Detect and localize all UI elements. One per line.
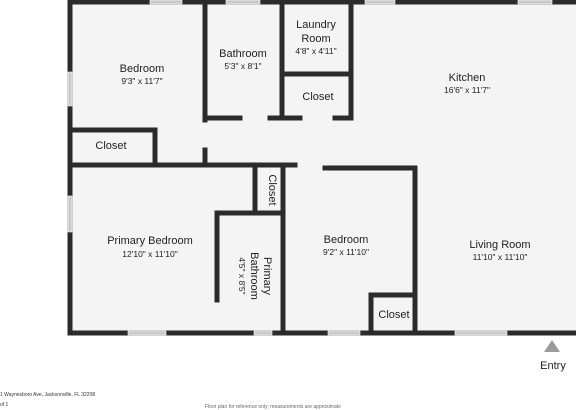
window bbox=[149, 0, 183, 5]
window bbox=[127, 330, 167, 336]
room-primary-closet: Closet bbox=[266, 174, 278, 205]
room-bedroom-se: Bedroom 9'2" x 11'10" bbox=[323, 234, 369, 257]
room-dimensions: 16'6" x 11'7" bbox=[444, 85, 490, 95]
windows bbox=[67, 0, 553, 336]
room-dimensions: 12'10" x 11'10" bbox=[122, 249, 177, 259]
room-name: Primary Bedroom bbox=[107, 235, 193, 247]
room-bedroom-nw: Bedroom 9'3" x 11'7" bbox=[120, 63, 165, 86]
room-dimensions: 11'10" x 11'10" bbox=[473, 252, 528, 262]
window bbox=[327, 330, 361, 336]
room-name: Closet bbox=[378, 309, 409, 321]
room-dimensions: 4'8" x 4'11" bbox=[295, 46, 336, 56]
room-kitchen: Kitchen 16'6" x 11'7" bbox=[444, 72, 490, 95]
entry-label: Entry bbox=[540, 360, 566, 372]
room-primary-bathroom: Primary Bathroom 4'5" x 8'5" bbox=[237, 252, 273, 300]
room-name: Bedroom bbox=[120, 63, 165, 75]
room-laundry: Laundry Room 4'8" x 4'11" bbox=[295, 19, 336, 56]
room-bedroom-se-closet: Closet bbox=[378, 309, 409, 321]
room-dimensions: 4'5" x 8'5" bbox=[237, 257, 247, 294]
window bbox=[67, 71, 73, 107]
room-living-room: Living Room 11'10" x 11'10" bbox=[469, 239, 530, 262]
room-name: Kitchen bbox=[449, 72, 486, 84]
footer-page: of 1 bbox=[0, 402, 9, 408]
room-name-line1: Laundry bbox=[296, 19, 336, 31]
room-name-line2: Room bbox=[301, 33, 330, 45]
room-dimensions: 5'3" x 8'1" bbox=[224, 61, 261, 71]
room-name: Closet bbox=[302, 91, 333, 103]
room-laundry-closet: Closet bbox=[302, 91, 333, 103]
room-dimensions: 9'3" x 11'7" bbox=[121, 76, 162, 86]
room-primary-bedroom: Primary Bedroom 12'10" x 11'10" bbox=[107, 235, 193, 259]
room-name: Living Room bbox=[469, 239, 530, 251]
window bbox=[364, 0, 396, 5]
room-bathroom: Bathroom 5'3" x 8'1" bbox=[219, 48, 267, 71]
window bbox=[67, 195, 73, 233]
footer-disclaimer: Floor plan for reference only; measureme… bbox=[205, 404, 341, 410]
footer-address: 1 Waynesboro Ave, Jacksonville, FL 32208 bbox=[0, 392, 96, 398]
window bbox=[454, 330, 508, 336]
window bbox=[253, 330, 273, 336]
room-name-line1: Primary bbox=[261, 257, 273, 295]
entry-arrow-icon bbox=[544, 340, 560, 352]
room-dimensions: 9'2" x 11'10" bbox=[323, 247, 369, 257]
entry-marker: Entry bbox=[540, 340, 566, 372]
room-name: Closet bbox=[95, 140, 126, 152]
room-bedroom-nw-closet: Closet bbox=[95, 140, 126, 152]
room-name: Bathroom bbox=[219, 48, 267, 60]
room-name: Bedroom bbox=[324, 234, 369, 246]
room-name: Closet bbox=[266, 174, 278, 205]
window bbox=[225, 0, 261, 5]
room-name-line2: Bathroom bbox=[248, 252, 260, 300]
window bbox=[517, 0, 553, 5]
